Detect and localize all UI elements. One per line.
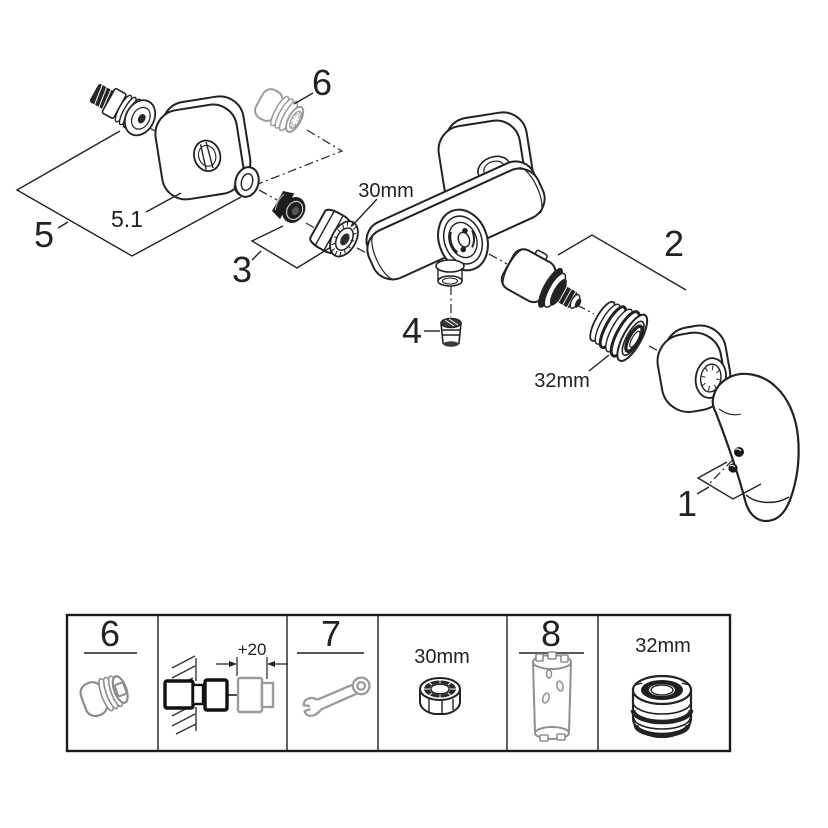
callout-4: 4 — [402, 310, 422, 351]
legend-table: 6 — [65, 613, 732, 753]
valve-rosette — [437, 208, 489, 272]
small-union-nut — [272, 191, 306, 223]
cap-nut-icon — [419, 677, 461, 715]
callout-3: 3 — [232, 249, 252, 290]
legend-label-7: 7 — [321, 613, 341, 654]
dimension-30mm: 30mm — [358, 180, 414, 202]
washer — [233, 166, 260, 198]
mousseur — [440, 317, 462, 347]
wall-plate — [154, 95, 252, 201]
s-union-fitting — [89, 84, 157, 137]
lever-handle — [711, 372, 800, 523]
combination-wrench-icon — [302, 676, 371, 718]
legend-cell-wall-extension: +20 — [163, 640, 288, 735]
legend-cell-6: 6 — [79, 613, 137, 718]
legend-label-8: 8 — [541, 613, 561, 654]
legend-label-plus20: +20 — [238, 640, 267, 659]
legend-cell-30mm: 30mm — [414, 646, 470, 715]
legend-label-30mm: 30mm — [414, 646, 470, 668]
legend-cell-32mm: 32mm — [630, 635, 694, 739]
threaded-ring-32 — [589, 300, 649, 362]
callout-6: 6 — [312, 62, 332, 103]
callout-1: 1 — [677, 483, 697, 524]
cap-nut-30 — [309, 208, 359, 258]
outlet-stub — [435, 259, 465, 287]
threaded-ring-icon — [630, 674, 694, 739]
handle-screws — [728, 447, 744, 473]
wall-extension-diagram — [163, 655, 288, 735]
legend-cell-8: 8 — [519, 613, 584, 742]
legend-label-32mm: 32mm — [635, 635, 691, 657]
callout-2: 2 — [664, 223, 684, 264]
legend-cell-7: 7 — [297, 613, 371, 718]
extension-nipple — [254, 88, 305, 133]
dimension-32mm: 32mm — [534, 370, 590, 392]
callout-5: 5 — [34, 214, 54, 255]
callout-5-1: 5.1 — [111, 206, 143, 232]
extension-nipple-icon — [79, 675, 129, 718]
legend-label-6: 6 — [100, 613, 120, 654]
callout-leader-lines — [15, 92, 762, 500]
cartridge — [500, 248, 582, 309]
cartridge-socket-icon — [532, 651, 572, 742]
handle-escutcheon-cap — [656, 324, 732, 413]
